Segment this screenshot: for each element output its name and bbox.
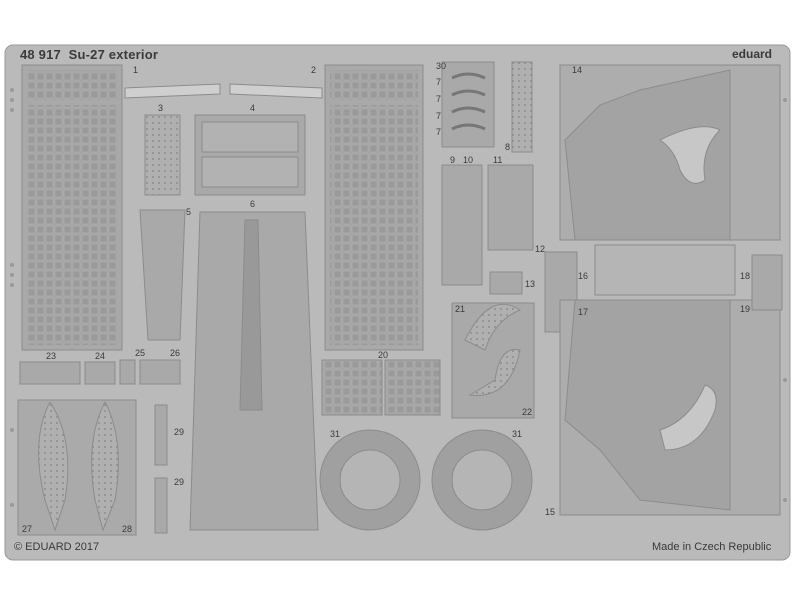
- part-label: 19: [740, 304, 751, 314]
- part-27: [38, 401, 69, 532]
- part-9-10: [441, 164, 483, 286]
- eduard-logo: eduard: [732, 47, 773, 61]
- part-label: 31: [330, 429, 341, 439]
- part-label: 25: [135, 348, 146, 358]
- part-1-strip: [124, 83, 221, 99]
- copyright-text: © EDUARD 2017: [14, 541, 100, 553]
- origin-text: Made in Czech Republic: [652, 541, 772, 553]
- part-label: 24: [95, 351, 106, 361]
- part-24: [84, 361, 116, 385]
- part-label: 23: [46, 351, 57, 361]
- part-8: [511, 61, 533, 153]
- part-28: [91, 400, 119, 532]
- part-label: 9: [450, 155, 456, 165]
- part-label: 28: [122, 524, 133, 534]
- part-26: [139, 359, 181, 385]
- part-label: 1: [133, 65, 139, 75]
- part-label: 22: [522, 407, 533, 417]
- part-label: 20: [378, 350, 389, 360]
- part-label: 8: [505, 142, 511, 152]
- part-label: 17: [578, 307, 589, 317]
- part-label: 10: [463, 155, 474, 165]
- part-29a: [154, 404, 168, 466]
- part-label: 7: [436, 94, 442, 104]
- part-label: 5: [186, 207, 192, 217]
- part-label: 29: [174, 427, 185, 437]
- part-label: 14: [572, 65, 583, 75]
- part-label: 21: [455, 304, 466, 314]
- fret-name: Su-27 exterior: [68, 47, 159, 62]
- part-11-12: [487, 164, 534, 251]
- part-label: 16: [578, 271, 589, 281]
- part-label: 13: [525, 279, 536, 289]
- part-20a: [321, 359, 383, 416]
- part-label: 30: [436, 61, 447, 71]
- part-label: 29: [174, 477, 185, 487]
- fret-code: 48 917: [20, 47, 61, 62]
- part-label: 2: [311, 65, 317, 75]
- part-label: 7: [436, 127, 442, 137]
- part-2-panel: [324, 64, 424, 351]
- part-label: 27: [22, 524, 33, 534]
- part-label: 7: [436, 77, 442, 87]
- part-label: 3: [158, 103, 164, 113]
- part-1-panel: [21, 64, 123, 351]
- part-7-group: [441, 61, 495, 148]
- part-label: 31: [512, 429, 523, 439]
- part-20b: [384, 359, 441, 416]
- part-label: 7: [436, 111, 442, 121]
- fret-title: 48 917 Su-27 exterior: [20, 47, 158, 62]
- part-5: [139, 209, 186, 341]
- part-label: 11: [493, 155, 503, 165]
- part-label: 12: [535, 244, 546, 254]
- part-2-strip: [229, 83, 323, 99]
- part-label: 4: [250, 103, 256, 113]
- part-label: 6: [250, 199, 256, 209]
- part-13: [489, 271, 523, 295]
- part-label: 18: [740, 271, 751, 281]
- part-3: [144, 114, 181, 196]
- part-29b: [154, 477, 168, 534]
- part-23: [19, 361, 81, 385]
- part-label: 15: [545, 507, 556, 517]
- part-25: [119, 359, 136, 385]
- part-18-19: [751, 254, 783, 311]
- part-label: 26: [170, 348, 181, 358]
